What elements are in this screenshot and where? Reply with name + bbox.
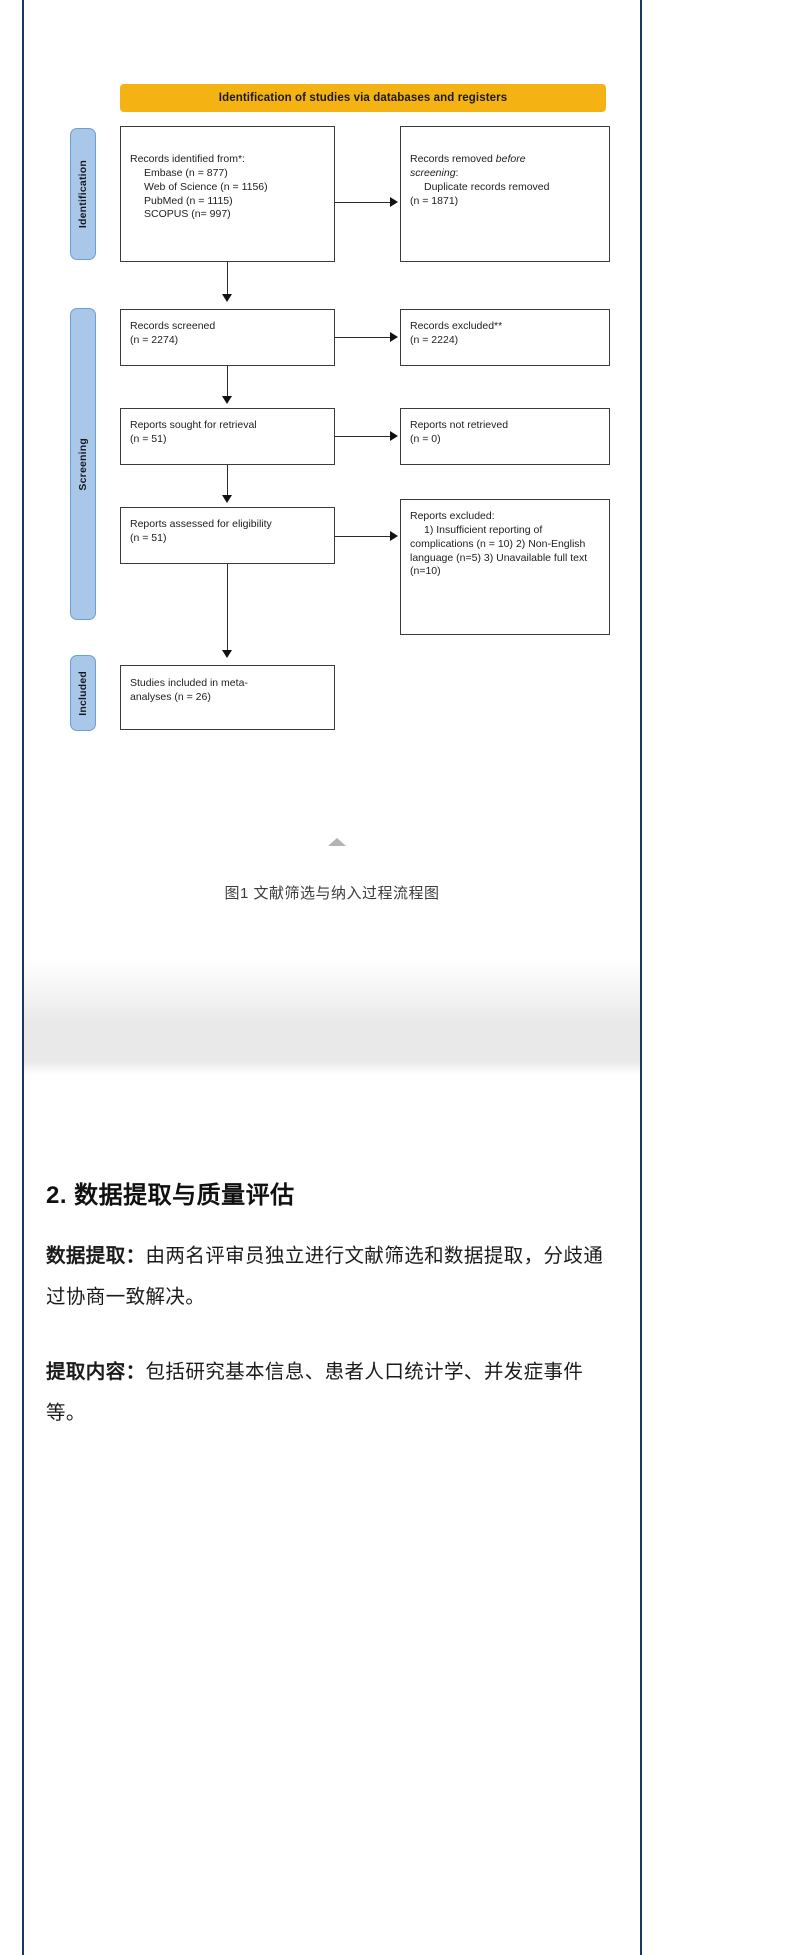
connector-identified-to-removed [335,202,392,204]
connector-assessed-to-included [227,564,229,652]
connector-assessed-to-repexcluded [335,536,392,538]
box-records-excluded: Records excluded** (n = 2224) [400,309,610,366]
paragraph-data-extraction-text: 由两名评审员独立进行文献筛选和数据提取，分歧通过协商一致解决。 [46,1245,604,1308]
collapse-chevron-icon[interactable] [328,838,346,846]
box-records-removed-title-d: : [455,166,459,179]
connector-assessed-to-repexcluded-arrow [390,531,398,541]
connector-identified-to-removed-arrow [390,197,398,207]
box-reports-excluded-item-2: 2) Non-English language [410,537,586,564]
connector-identified-to-screened [227,262,229,296]
paragraph-extraction-content: 提取内容：包括研究基本信息、患者人口统计学、并发症事件等。 [46,1352,616,1434]
box-reports-excluded-item-4: 3) Unavailable full text (n=10) [410,551,588,578]
stage-tab-identification: Identification [70,128,96,260]
box-reports-excluded-item-0: 1) Insufficient reporting of [424,523,543,536]
flow-banner: Identification of studies via databases … [120,84,606,112]
connector-sought-to-assessed-arrow [222,495,232,503]
box-records-identified-item-0: Embase (n = 877) [144,166,228,179]
connector-assessed-to-included-arrow [222,650,232,658]
paragraph-extraction-content-text: 包括研究基本信息、患者人口统计学、并发症事件等。 [46,1360,584,1424]
figure-caption: 图1 文献筛选与纳入过程流程图 [224,885,440,902]
connector-sought-to-notretrieved [335,436,392,438]
box-reports-sought-title: Reports sought for retrieval [130,419,257,431]
box-records-identified: Records identified from*: Embase (n = 87… [120,126,335,262]
box-studies-included-line2: analyses (n = 26) [130,690,211,703]
stage-tab-included: Included [70,655,96,731]
box-reports-not-retrieved: Reports not retrieved (n = 0) [400,408,610,465]
box-reports-excluded-item-1: complications (n = 10) [410,537,514,550]
page-right-margin [642,0,800,1955]
box-records-screened: Records screened (n = 2274) [120,309,335,366]
box-records-screened-count: (n = 2274) [130,333,179,346]
box-records-removed-count: (n = 1871) [410,194,459,207]
box-records-screened-title: Records screened [130,320,216,332]
connector-screened-to-excluded-arrow [390,332,398,342]
paragraph-data-extraction: 数据提取：由两名评审员独立进行文献筛选和数据提取，分歧通过协商一致解决。 [46,1236,616,1318]
box-records-identified-item-1: Web of Science (n = 1156) [144,180,268,193]
section-heading: 2. 数据提取与质量评估 [46,1182,295,1209]
paragraph-data-extraction-lead: 数据提取： [46,1245,146,1267]
connector-sought-to-assessed [227,465,229,498]
box-reports-sought: Reports sought for retrieval (n = 51) [120,408,335,465]
connector-sought-to-notretrieved-arrow [390,431,398,441]
connector-screened-to-excluded [335,337,392,339]
box-studies-included: Studies included in meta- analyses (n = … [120,665,335,730]
box-records-removed: Records removed before screening: Duplic… [400,126,610,262]
box-records-excluded-count: (n = 2224) [410,333,459,346]
connector-screened-to-sought-arrow [222,396,232,404]
box-records-removed-title-a: Records removed [410,153,496,165]
box-records-removed-title: Records removed before [410,153,600,167]
box-records-removed-subtitle: screening: [410,167,600,181]
box-reports-sought-count: (n = 51) [130,432,167,445]
prisma-figure: Identification of studies via databases … [24,0,640,1060]
article-body: 2. 数据提取与质量评估 数据提取：由两名评审员独立进行文献筛选和数据提取，分歧… [46,1175,616,1468]
page-left-rule [22,0,24,1955]
box-reports-not-retrieved-count: (n = 0) [410,432,441,445]
box-records-removed-item-0: Duplicate records removed [424,180,550,193]
box-reports-assessed-count: (n = 51) [130,531,167,544]
box-reports-not-retrieved-title: Reports not retrieved [410,419,509,431]
box-records-removed-title-b: before [495,153,526,165]
box-reports-assessed: Reports assessed for eligibility (n = 51… [120,507,335,564]
page-right-rule [640,0,642,1955]
box-records-identified-item-3: SCOPUS (n= 997) [144,208,231,221]
connector-identified-to-screened-arrow [222,294,232,302]
prisma-flow-diagram: Identification of studies via databases … [24,0,640,790]
box-records-excluded-title: Records excluded** [410,320,503,332]
stage-tab-identification-label: Identification [77,159,89,229]
box-reports-excluded: Reports excluded: 1) Insufficient report… [400,499,610,635]
paragraph-extraction-content-lead: 提取内容： [46,1360,146,1383]
box-reports-excluded-title: Reports excluded: [410,510,495,522]
box-reports-excluded-item-3: (n=5) [456,551,481,564]
box-reports-assessed-title: Reports assessed for eligibility [130,518,272,530]
section-divider-band [24,960,640,1075]
box-records-removed-title-c: screening [410,166,456,179]
stage-tab-included-label: Included [77,670,89,716]
stage-tab-screening-label: Screening [77,437,89,491]
stage-tab-screening: Screening [70,308,96,620]
box-records-identified-item-2: PubMed (n = 1115) [144,194,233,207]
box-records-identified-title: Records identified from*: [130,153,245,165]
box-studies-included-title: Studies included in meta- [130,677,248,689]
connector-screened-to-sought [227,366,229,399]
